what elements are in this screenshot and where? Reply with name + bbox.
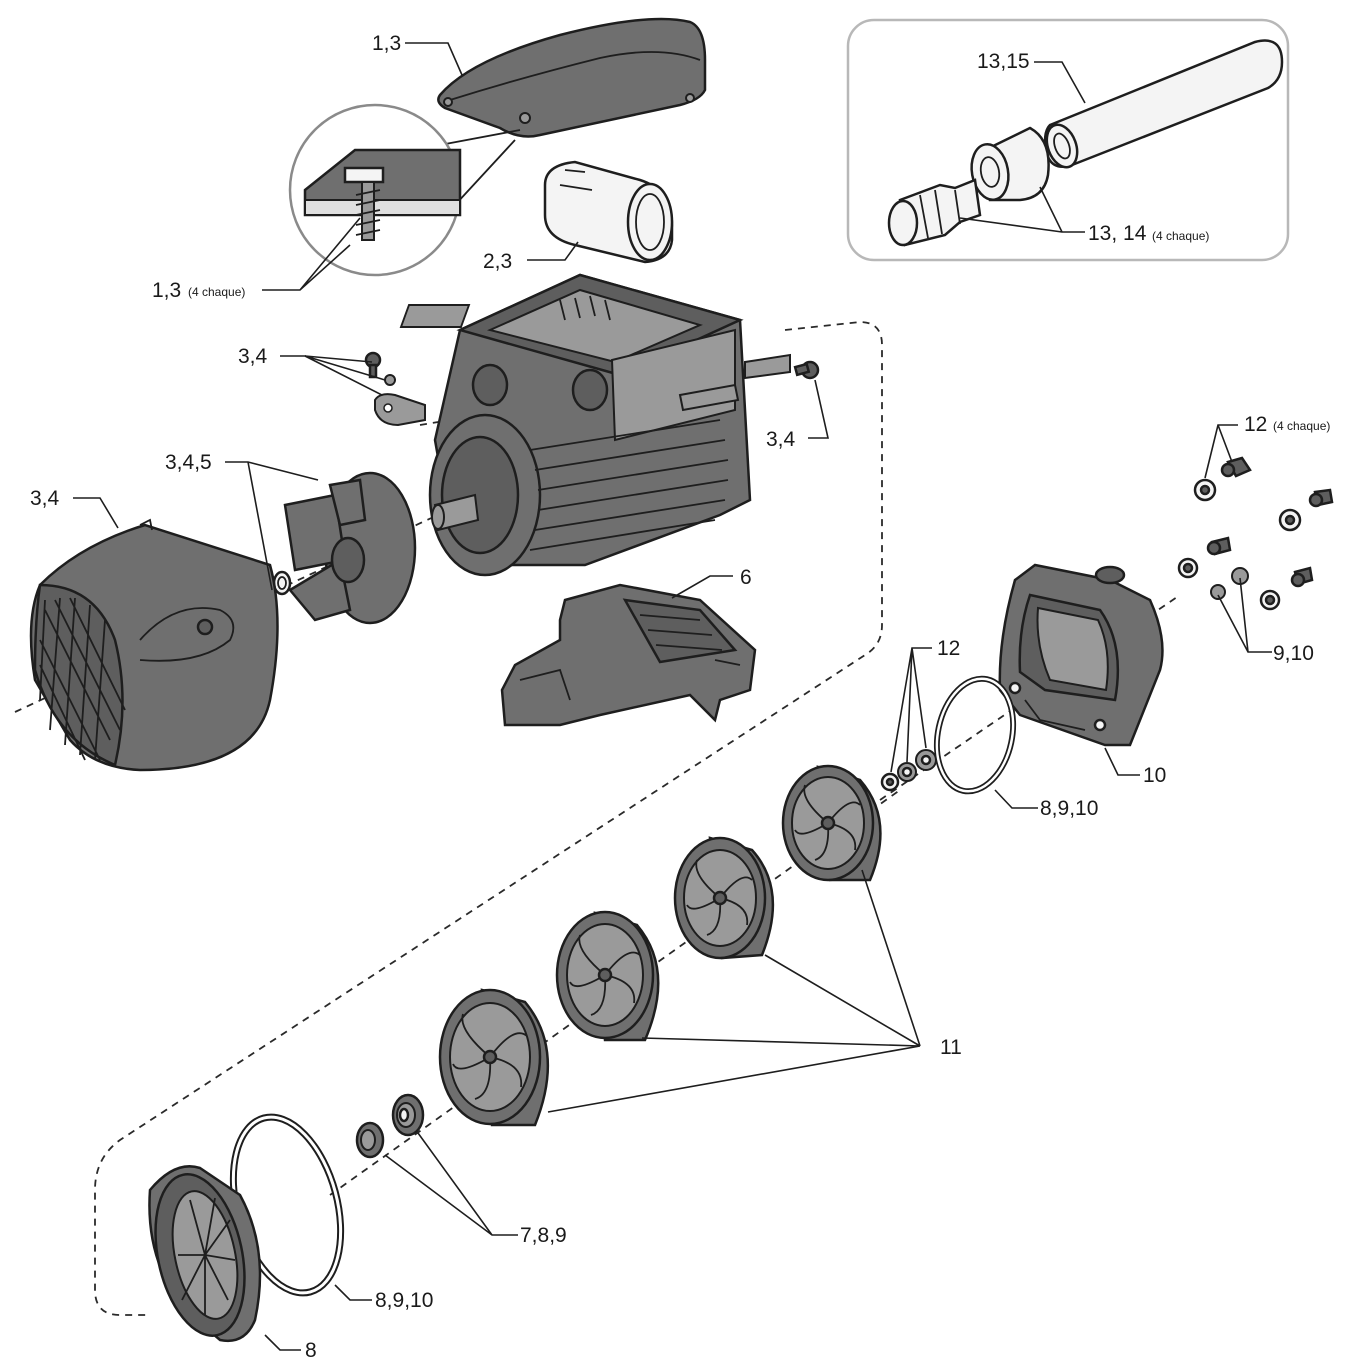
- callout-labels: 1,3 1,3 (4 chaque) 2,3 13,15 13, 14 (4 c…: [30, 32, 1330, 1362]
- bolts-washers-part: [1177, 456, 1334, 611]
- end-plate-part: [148, 1165, 262, 1343]
- callout-bolts-mid: 9,10: [1273, 642, 1314, 665]
- callout-hose-fittings: 13, 14: [1088, 222, 1147, 245]
- callout-oring-lower: 8,9,10: [375, 1289, 433, 1312]
- callout-bolts-top-note: (4 chaque): [1273, 419, 1330, 433]
- callout-hose: 13,15: [977, 50, 1030, 73]
- hose-part: [1043, 39, 1284, 169]
- impeller-2: [673, 836, 775, 960]
- fan-cover-grille: [39, 597, 126, 761]
- callout-impellers: 11: [940, 1036, 962, 1059]
- callout-nuts: 12: [937, 637, 960, 660]
- callout-shaft-screw: 3,4: [766, 428, 796, 451]
- impeller-1: [781, 764, 882, 882]
- pump-head-part: [998, 563, 1164, 747]
- screw-detail-magnifier: [288, 103, 521, 277]
- callout-capacitor: 2,3: [483, 250, 512, 273]
- callout-fan: 3,4,5: [165, 451, 212, 474]
- bushings-part: [355, 1093, 425, 1159]
- callout-clamp-screws: 3,4: [238, 345, 268, 368]
- leader-lines: [73, 42, 1272, 1351]
- hose-nut-part: [970, 126, 1050, 202]
- capacitor-part: [543, 160, 674, 264]
- callout-bolts-top: 12: [1244, 413, 1267, 436]
- terminal-cover-part: [437, 17, 707, 138]
- callout-pump-head: 10: [1143, 764, 1166, 787]
- clamp-part: [364, 351, 426, 427]
- callout-fan-cover: 3,4: [30, 487, 60, 510]
- callout-cover-screws-note: (4 chaque): [188, 285, 245, 299]
- base-part: [500, 583, 757, 727]
- callout-end-plate: 8: [305, 1339, 317, 1362]
- shaft-screw-part: [793, 360, 820, 380]
- nuts-part: [880, 749, 937, 792]
- fan-part: [272, 471, 417, 625]
- callout-base: 6: [740, 566, 752, 589]
- motor-part: [399, 273, 791, 577]
- fan-cover-part: [29, 518, 279, 772]
- hose-inset-frame: [846, 18, 1290, 262]
- impeller-4: [438, 988, 550, 1127]
- impellers-part: [438, 764, 882, 1127]
- hose-adapter-part: [887, 178, 982, 247]
- callout-cover-top: 1,3: [372, 32, 401, 55]
- callout-cover-screws: 1,3: [152, 279, 181, 302]
- callout-seal-bushings: 7,8,9: [520, 1224, 567, 1247]
- impeller-3: [555, 910, 660, 1042]
- callout-hose-fittings-note: (4 chaque): [1152, 229, 1209, 243]
- callout-oring-upper: 8,9,10: [1040, 797, 1098, 820]
